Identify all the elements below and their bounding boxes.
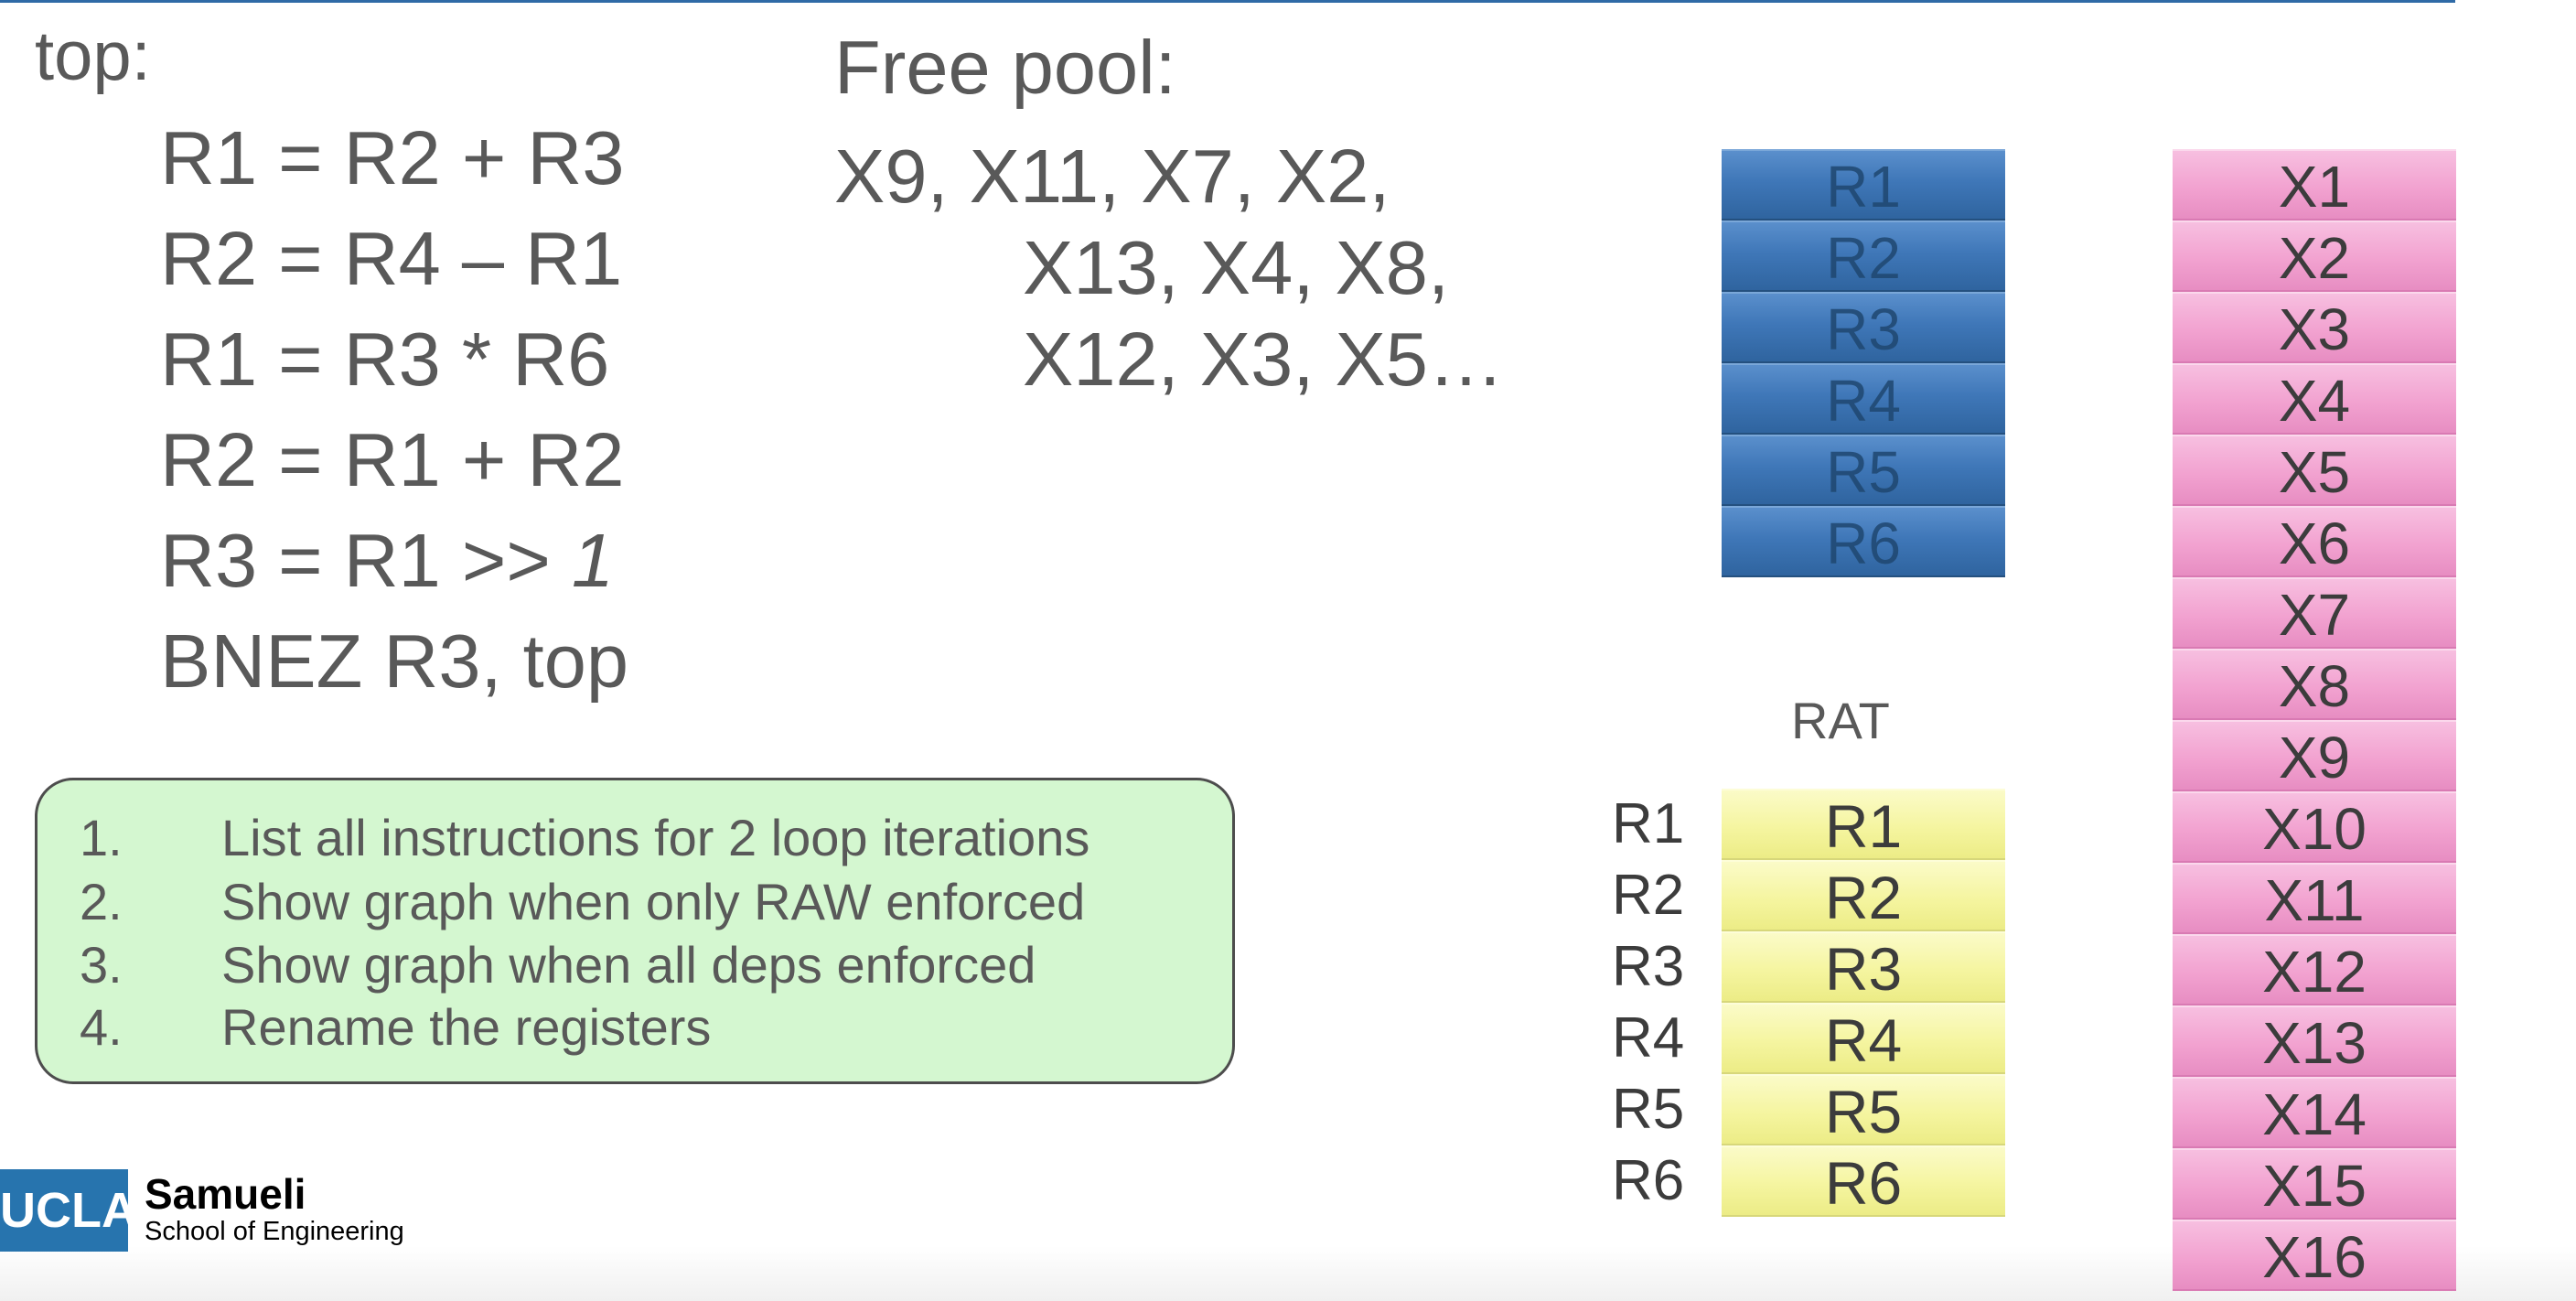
rat-row-label: R1 [1612, 792, 1685, 855]
rat-row-label: R2 [1612, 864, 1685, 927]
free-pool-line: X9, X11, X7, X2, [834, 134, 1390, 219]
task-number: 2. [80, 873, 123, 930]
phys-register-label: X4 [2278, 368, 2351, 434]
code-line: BNEZ R3, top [160, 618, 629, 704]
arch-register: R2 [1722, 220, 2005, 292]
task-number: 4. [80, 998, 123, 1056]
rat-entry-value: R1 [1824, 792, 1903, 860]
rat-row-label: R4 [1612, 1006, 1685, 1070]
rat-entry: R3 [1722, 931, 2005, 1003]
arch-register: R5 [1722, 435, 2005, 506]
code-line-text: R3 = R1 >> [160, 518, 572, 603]
task-item: 4. Rename the registers [80, 997, 711, 1057]
logo-subtitle: School of Engineering [145, 1217, 404, 1246]
rat-entry: R4 [1722, 1003, 2005, 1074]
rat-entry-value: R2 [1824, 864, 1903, 931]
arch-register: R3 [1722, 292, 2005, 363]
task-number: 1. [80, 809, 123, 866]
loop-label: top: [35, 17, 151, 95]
rat-label: RAT [1791, 692, 1890, 749]
arch-register-label: R1 [1826, 154, 1901, 220]
phys-register: X7 [2173, 577, 2456, 649]
logo-name: Samueli [145, 1170, 306, 1218]
phys-register: X1 [2173, 149, 2456, 220]
rat-row-label: R6 [1612, 1149, 1685, 1212]
phys-register-label: X6 [2278, 511, 2351, 576]
rat-entry: R5 [1722, 1074, 2005, 1145]
code-line: R1 = R3 * R6 [160, 317, 610, 402]
rat-entry: R1 [1722, 789, 2005, 860]
phys-register: X4 [2173, 363, 2456, 435]
ucla-logo: UCLA [0, 1169, 128, 1252]
architectural-register-file: R1 R2 R3 R4 R5 R6 [1722, 149, 2005, 577]
code-line: R2 = R4 – R1 [160, 216, 623, 301]
task-item: 2. Show graph when only RAW enforced [80, 872, 1085, 931]
arch-register-label: R2 [1826, 225, 1901, 291]
code-block: R1 = R2 + R3 R2 = R4 – R1 R1 = R3 * R6 R… [160, 108, 628, 712]
phys-register-label: X2 [2278, 225, 2351, 291]
slide-footer-shade [0, 1246, 2576, 1301]
task-text: Show graph when only RAW enforced [221, 873, 1086, 930]
code-line: R2 = R1 + R2 [160, 417, 625, 502]
rat-entry-value: R5 [1824, 1078, 1903, 1145]
free-pool-title: Free pool: [834, 25, 1176, 110]
arch-register: R4 [1722, 363, 2005, 435]
phys-register-label: X15 [2262, 1153, 2367, 1219]
arch-register-label: R6 [1826, 511, 1901, 576]
rat-entry: R6 [1722, 1145, 2005, 1217]
phys-register: X3 [2173, 292, 2456, 363]
phys-register-label: X16 [2262, 1224, 2367, 1290]
arch-register: R1 [1722, 149, 2005, 220]
task-list-box: 1. List all instructions for 2 loop itera… [35, 778, 1235, 1084]
rat-entry: R2 [1722, 860, 2005, 931]
task-number: 3. [80, 936, 123, 994]
phys-register: X2 [2173, 220, 2456, 292]
arch-register-label: R3 [1826, 296, 1901, 362]
free-pool-line: X13, X4, X8, [1023, 225, 1450, 310]
task-item: 1. List all instructions for 2 loop itera… [80, 808, 1089, 867]
phys-register: X5 [2173, 435, 2456, 506]
register-alias-table: R1 R2 R3 R4 R5 R6 [1722, 789, 2005, 1217]
phys-register: X10 [2173, 791, 2456, 863]
rat-row-labels: R1 R2 R3 R4 R5 R6 [1612, 789, 1684, 1217]
task-text: List all instructions for 2 loop iterati… [221, 809, 1090, 866]
phys-register: X14 [2173, 1077, 2456, 1148]
phys-register: X11 [2173, 863, 2456, 934]
free-pool-line: X12, X3, X5… [1023, 317, 1504, 402]
code-line: R3 = R1 >> 1 [160, 511, 628, 611]
arch-register-label: R5 [1826, 439, 1901, 505]
phys-register-label: X3 [2278, 296, 2351, 362]
code-line: R1 = R2 + R3 [160, 115, 625, 200]
phys-register: X12 [2173, 934, 2456, 1005]
phys-register-label: X5 [2278, 439, 2351, 505]
phys-register: X13 [2173, 1005, 2456, 1077]
phys-register-label: X9 [2278, 725, 2351, 790]
physical-register-file: X1 X2 X3 X4 X5 X6 X7 X8 X9 X10 X11 X12 X… [2173, 149, 2456, 1291]
task-text: Show graph when all deps enforced [221, 936, 1036, 994]
rat-entry-value: R3 [1824, 935, 1903, 1003]
phys-register-label: X7 [2278, 582, 2351, 648]
rat-entry-value: R6 [1824, 1149, 1903, 1217]
phys-register-label: X1 [2278, 154, 2351, 220]
phys-register-label: X14 [2262, 1081, 2367, 1147]
phys-register-label: X8 [2278, 653, 2351, 719]
rat-row-label: R3 [1612, 935, 1685, 998]
phys-register: X9 [2173, 720, 2456, 791]
phys-register-label: X10 [2262, 796, 2367, 862]
arch-register-label: R4 [1826, 368, 1901, 434]
top-rule [0, 0, 2455, 3]
arch-register: R6 [1722, 506, 2005, 577]
phys-register-label: X11 [2264, 867, 2365, 933]
phys-register-label: X12 [2262, 939, 2367, 1005]
phys-register: X6 [2173, 506, 2456, 577]
rat-entry-value: R4 [1824, 1006, 1903, 1074]
task-text: Rename the registers [221, 998, 712, 1056]
phys-register-label: X13 [2262, 1010, 2367, 1076]
phys-register: X16 [2173, 1220, 2456, 1291]
phys-register: X15 [2173, 1148, 2456, 1220]
task-item: 3. Show graph when all deps enforced [80, 935, 1036, 995]
shift-immediate: 1 [571, 518, 615, 603]
phys-register: X8 [2173, 649, 2456, 720]
rat-row-label: R5 [1612, 1078, 1685, 1141]
